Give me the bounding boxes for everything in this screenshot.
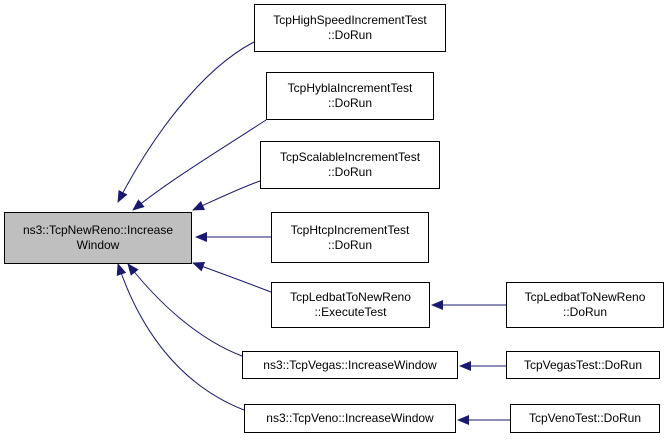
node-label-line1: TcpHyblaIncrementTest <box>287 81 413 95</box>
node-label-line2: ::DoRun <box>327 165 373 179</box>
edge-veno-to-root <box>116 263 245 411</box>
node-tcp-vegas-increase-window[interactable]: ns3::TcpVegas::IncreaseWindow <box>242 351 458 379</box>
node-label-line1: ns3::TcpNewReno::Increase <box>22 223 174 237</box>
node-label-line1: TcpVenoTest::DoRun <box>528 411 642 425</box>
node-tcp-ledbat-to-newreno-dorun[interactable]: TcpLedbatToNewReno ::DoRun <box>506 282 664 328</box>
node-label-line2: ::DoRun <box>562 305 608 319</box>
node-tcp-veno-increase-window[interactable]: ns3::TcpVeno::IncreaseWindow <box>244 404 456 433</box>
node-label-line1: ns3::TcpVeno::IncreaseWindow <box>266 411 434 425</box>
node-label-line2: ::DoRun <box>327 96 373 110</box>
node-tcp-highspeed-increment-test[interactable]: TcpHighSpeedIncrementTest ::DoRun <box>254 4 446 52</box>
node-label-line2: Window <box>76 238 120 252</box>
node-label-line1: TcpScalableIncrementTest <box>279 150 421 164</box>
node-label-line1: TcpHighSpeedIncrementTest <box>273 13 427 27</box>
edge-scalable-to-root <box>192 180 261 211</box>
node-label-line2: ::ExecuteTest <box>314 305 387 319</box>
node-label-line1: TcpHtcpIncrementTest <box>290 222 410 237</box>
edge-vegas-to-root <box>127 263 243 357</box>
node-label-line1: ns3::TcpVegas::IncreaseWindow <box>263 357 437 372</box>
node-tcp-htcp-increment-test[interactable]: TcpHtcpIncrementTest ::DoRun <box>271 212 429 263</box>
node-label-line1: TcpLedbatToNewReno <box>524 290 646 304</box>
node-tcp-vegas-test-dorun[interactable]: TcpVegasTest::DoRun <box>506 351 660 379</box>
edge-highspeed-to-root <box>117 41 255 203</box>
node-label-line1: TcpLedbatToNewReno <box>290 290 411 304</box>
edge-hybla-to-root <box>132 119 267 211</box>
node-label-line2: ::DoRun <box>327 237 373 252</box>
node-label-line2: ::DoRun <box>327 28 373 42</box>
node-tcp-scalable-increment-test[interactable]: TcpScalableIncrementTest ::DoRun <box>260 141 440 189</box>
node-tcp-veno-test-dorun[interactable]: TcpVenoTest::DoRun <box>510 404 660 433</box>
edge-ledbat-to-root <box>192 262 272 293</box>
node-label-line1: TcpVegasTest::DoRun <box>523 357 643 372</box>
node-tcp-newreno-increase-window: ns3::TcpNewReno::Increase Window <box>4 212 192 264</box>
node-tcp-ledbat-to-newreno-execute-test[interactable]: TcpLedbatToNewReno ::ExecuteTest <box>271 282 430 328</box>
node-tcp-hybla-increment-test[interactable]: TcpHyblaIncrementTest ::DoRun <box>266 72 434 120</box>
